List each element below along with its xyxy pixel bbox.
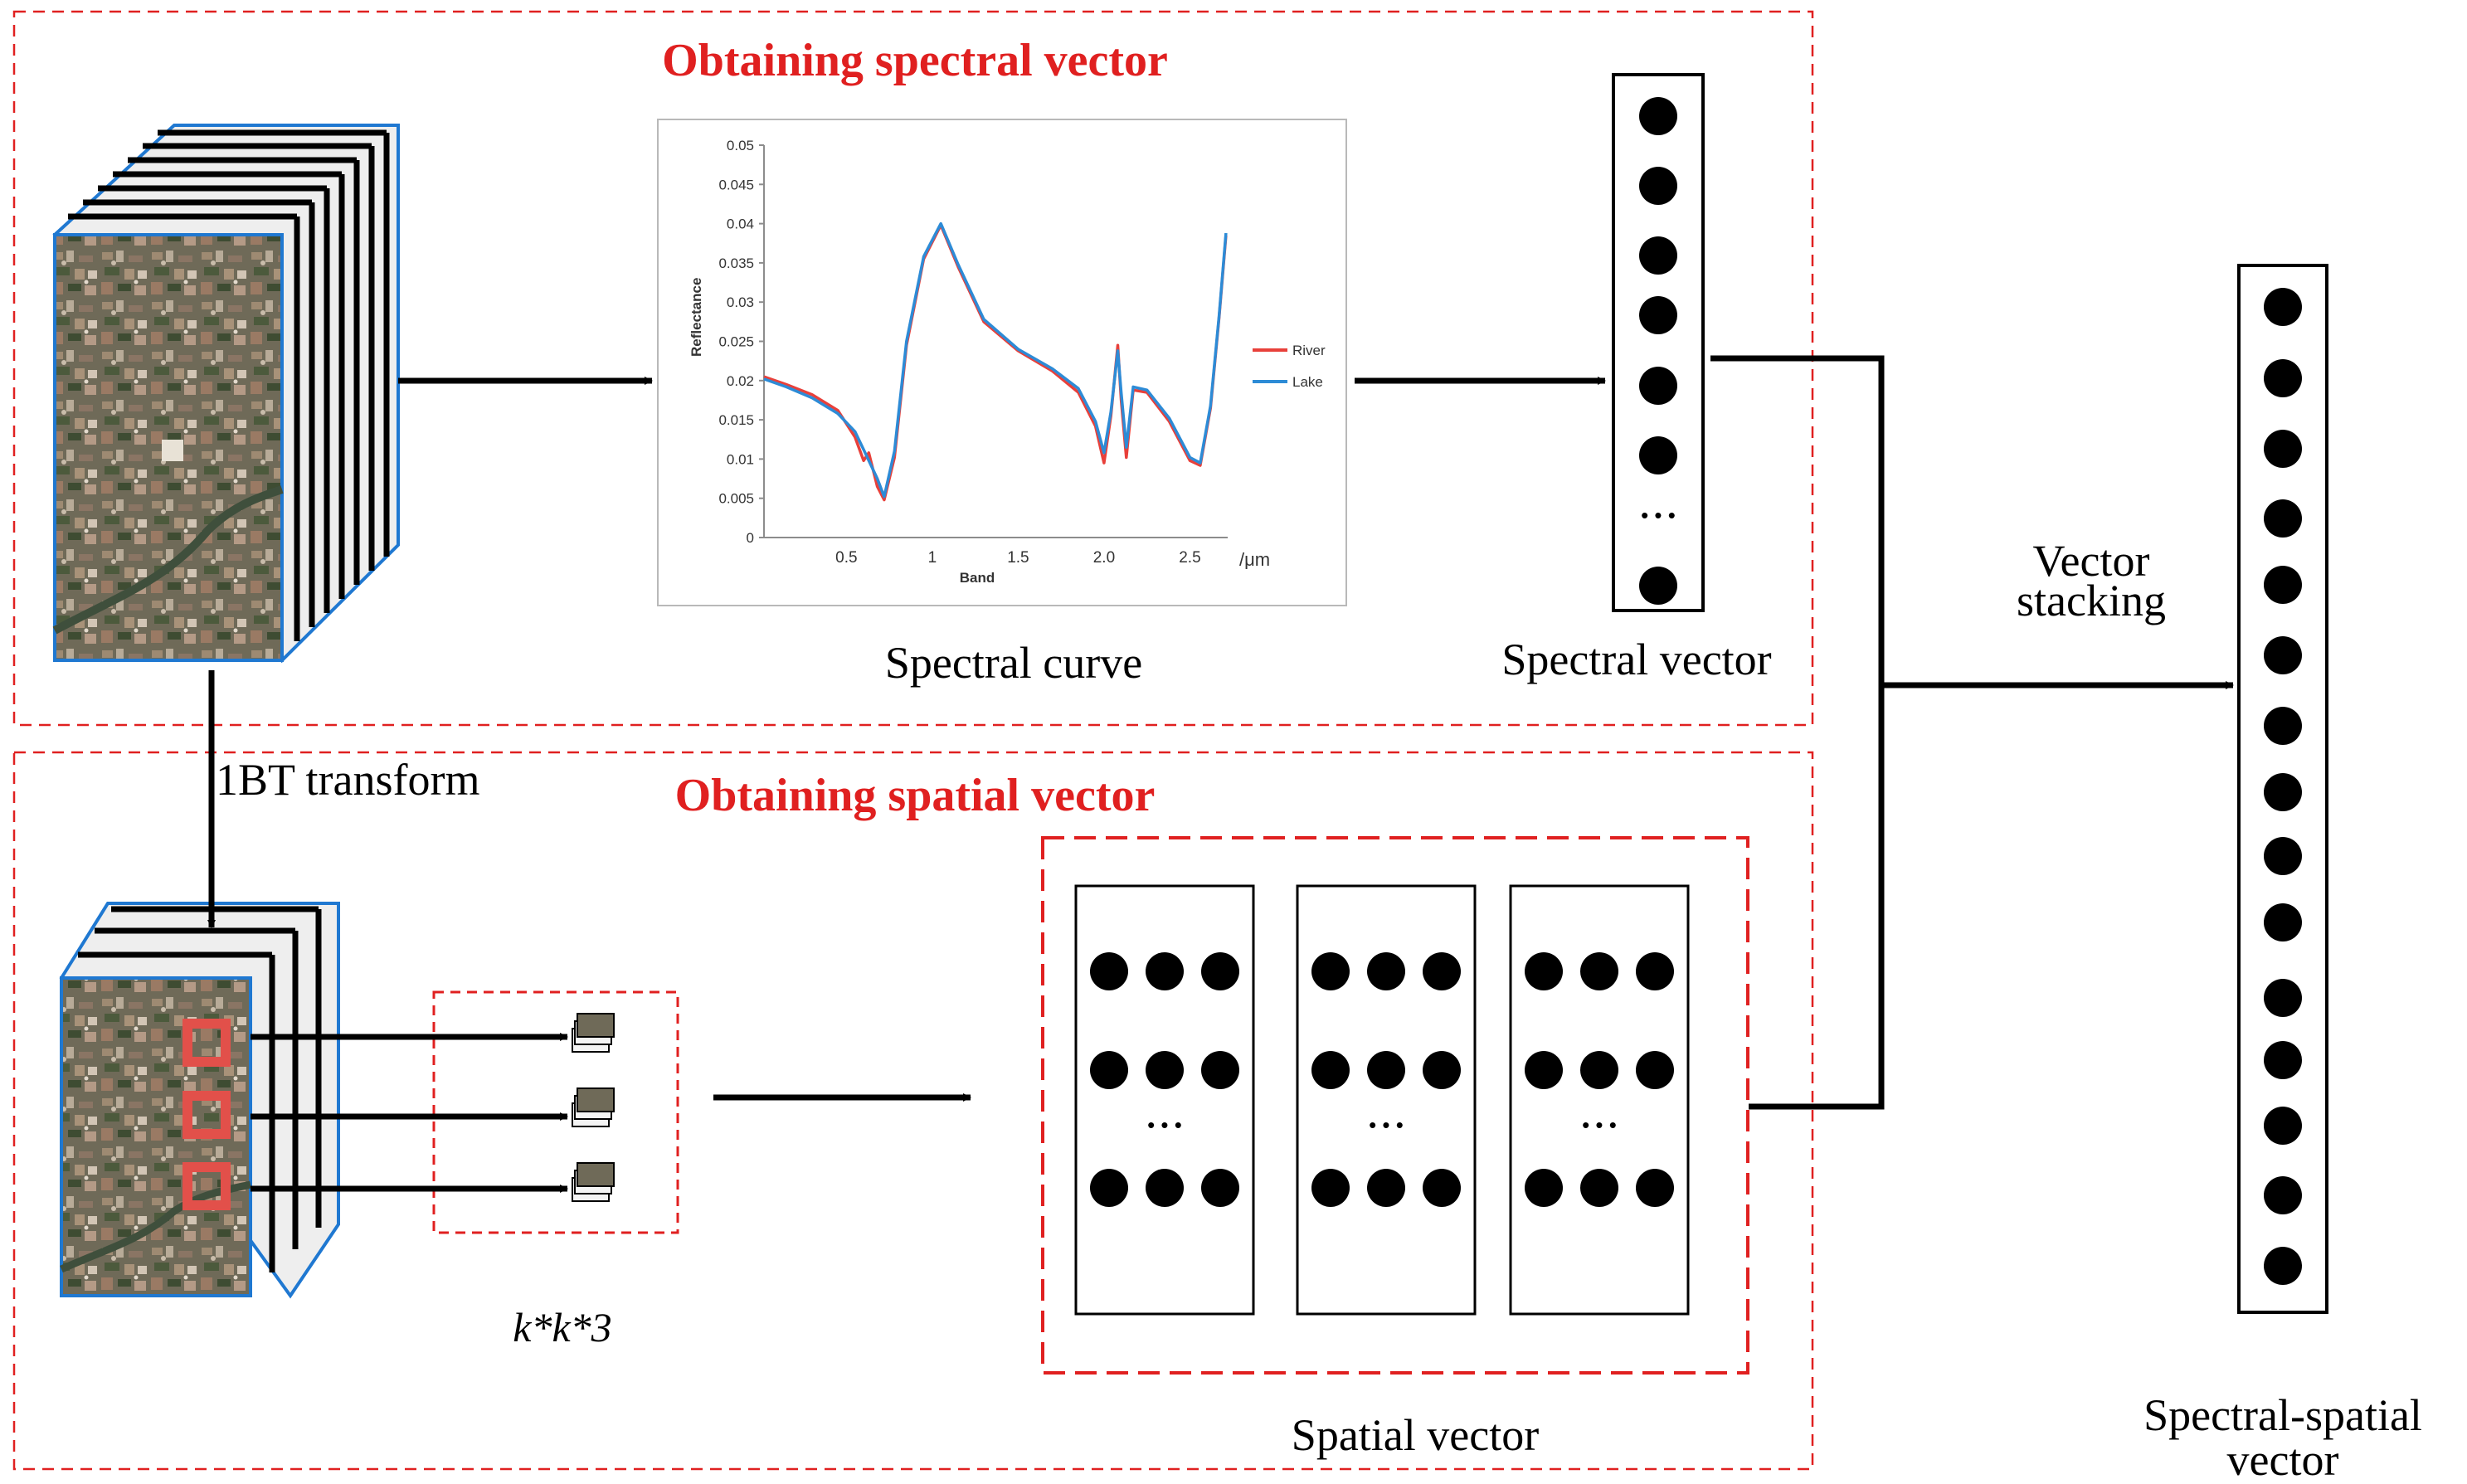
x-tick-label: 1 — [928, 549, 937, 567]
y-tick-label: 0.02 — [727, 373, 754, 389]
patch-stack-2 — [572, 1087, 615, 1127]
y-tick-label: 0.025 — [718, 334, 754, 350]
patch-stack-1 — [572, 1013, 615, 1053]
patch-marker-2 — [182, 1091, 231, 1139]
y-tick-label: 0.045 — [718, 177, 754, 192]
vector-stacking-label-line1: Vector — [2033, 536, 2150, 586]
spatial-vector-frame — [1041, 836, 1749, 1375]
vector-stacking-label-line2: stacking — [2017, 576, 2166, 625]
series-line-river — [763, 223, 1228, 502]
y-tick-label: 0.035 — [718, 255, 754, 271]
chart-lines — [763, 221, 1228, 502]
y-tick-label: 0 — [747, 530, 754, 546]
spectral-curve-caption: Spectral curve — [885, 638, 1142, 688]
y-tick-label: 0.05 — [727, 138, 754, 153]
spectral-section-title: Obtaining spectral vector — [662, 35, 1168, 86]
chart-ticks: 0 0.005 0.01 0.015 0.02 0.025 0.03 0.035 0.04 0.0… — [718, 138, 1200, 567]
patch-marker-1 — [182, 1019, 231, 1067]
chart-x-unit: /μm — [1239, 549, 1270, 570]
chart-x-label: Band — [960, 570, 995, 586]
legend-label-lake: Lake — [1292, 374, 1323, 390]
spectral-curve-chart: 0 0.005 0.01 0.015 0.02 0.025 0.03 0.035 0.04 0.0… — [657, 119, 1347, 606]
spatial-vector-1 — [1074, 884, 1255, 1316]
spectral-vector-box — [1612, 73, 1705, 612]
spatial-vector-caption: Spatial vector — [1292, 1410, 1539, 1460]
connector-spatial — [1749, 685, 1885, 1110]
y-tick-label: 0.04 — [727, 217, 754, 232]
spectral-vector-caption: Spectral vector — [1501, 635, 1771, 684]
output-caption-line2: vector — [2227, 1435, 2339, 1484]
output-caption-line1: Spectral-spatial — [2143, 1390, 2422, 1440]
x-tick-label: 0.5 — [835, 549, 857, 567]
x-tick-label: 1.5 — [1007, 549, 1029, 567]
chart-frame — [657, 119, 1347, 606]
x-tick-label: 2.0 — [1093, 549, 1115, 567]
chart-legend: River Lake — [1253, 343, 1326, 390]
y-tick-label: 0.015 — [718, 412, 754, 428]
hyperspectral-cube — [52, 124, 400, 664]
spectral-spatial-vector-dots — [2264, 288, 2302, 1285]
flow-connectors — [207, 355, 2234, 1193]
y-tick-label: 0.03 — [727, 294, 754, 310]
spatial-vector-ellipsis-2: • • • — [1369, 1112, 1404, 1137]
spectral-section-frame — [12, 10, 1814, 727]
patch-size-label: k*k*3 — [513, 1304, 611, 1350]
series-line-lake — [763, 221, 1228, 499]
y-tick-label: 0.01 — [727, 451, 754, 467]
patch-frame — [432, 990, 679, 1234]
spatial-vector-ellipsis-1: • • • — [1147, 1112, 1182, 1137]
spatial-section-title: Obtaining spatial vector — [675, 770, 1156, 821]
x-tick-label: 2.5 — [1179, 549, 1200, 567]
y-tick-label: 0.005 — [718, 491, 754, 507]
transform-label: 1BT transform — [216, 755, 479, 805]
patch-marker-3 — [182, 1162, 231, 1210]
spatial-vector-3 — [1509, 884, 1690, 1316]
legend-label-river: River — [1292, 343, 1326, 358]
spectral-vector-ellipsis: • • • — [1641, 503, 1676, 528]
spatial-vector-2 — [1296, 884, 1477, 1316]
spatial-vector-ellipsis-3: • • • — [1582, 1112, 1617, 1137]
spectral-vector-dots — [1639, 97, 1677, 605]
spatial-section-frame — [12, 751, 1814, 1471]
transformed-cube — [59, 902, 340, 1299]
chart-y-label: Reflectance — [689, 278, 704, 357]
connector-spectral — [1710, 355, 1885, 685]
patch-stack-3 — [572, 1162, 615, 1202]
